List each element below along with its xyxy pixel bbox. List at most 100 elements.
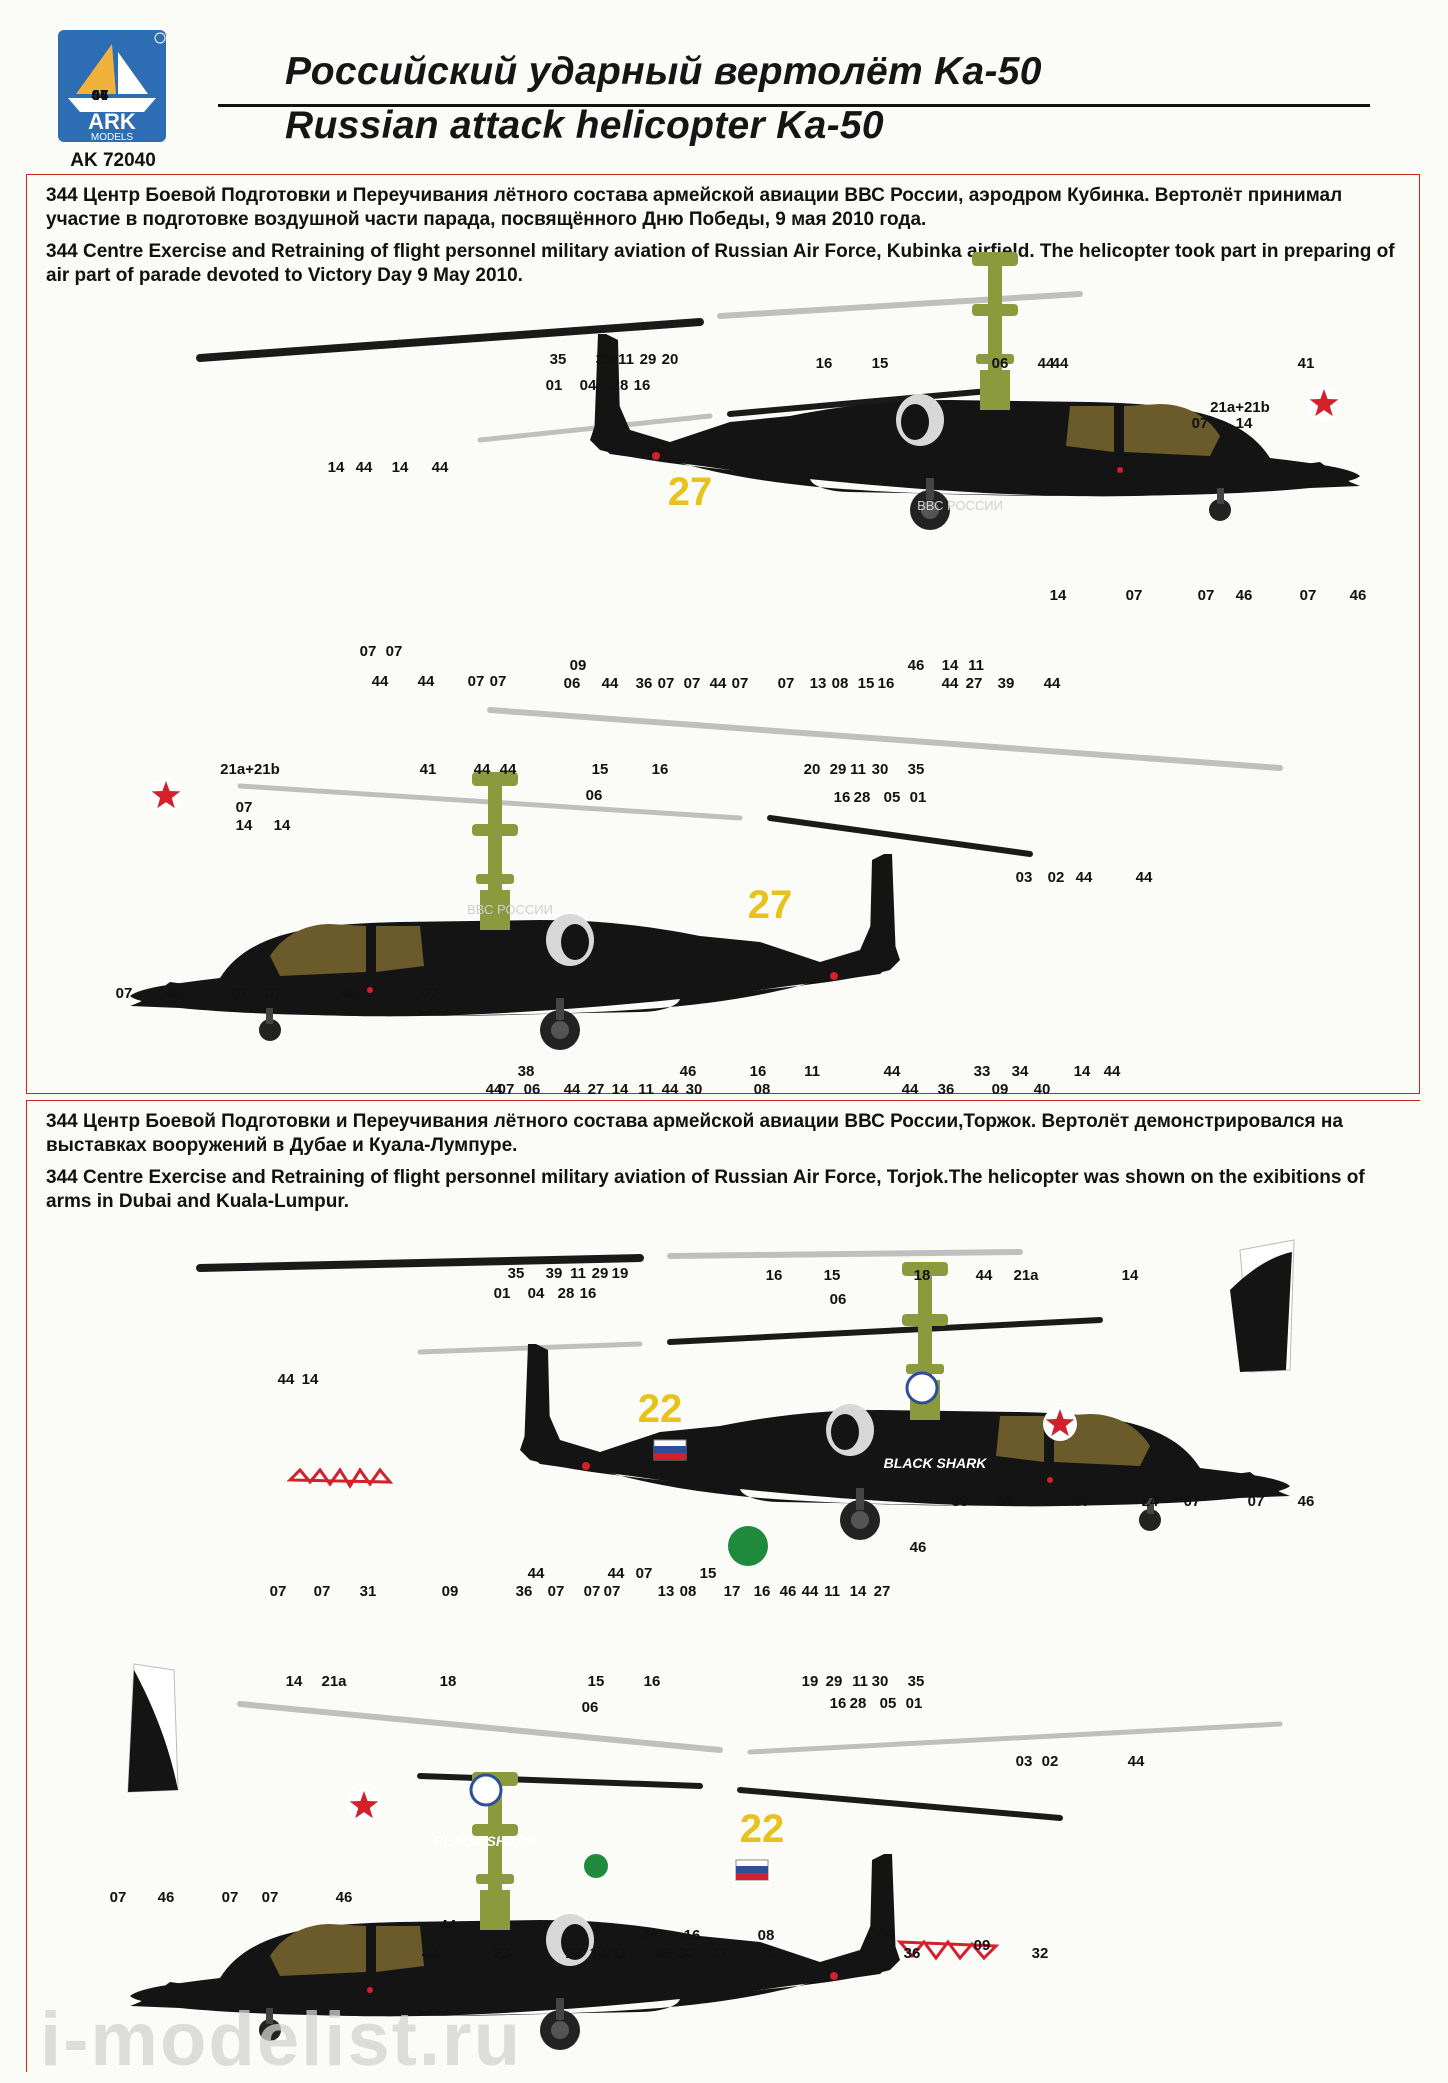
callout-label: 14 xyxy=(274,817,291,834)
callout-label: 44 xyxy=(500,761,517,778)
callout-label: 16 xyxy=(652,761,669,778)
callout-label: 07 xyxy=(684,675,701,692)
callout-label: 07 xyxy=(1192,415,1209,432)
callout-label: 08 xyxy=(758,1927,775,1944)
callout-label: 11 xyxy=(824,1583,840,1600)
callout-label: 14 xyxy=(1236,415,1253,432)
callout-label: 04 xyxy=(580,377,597,394)
callout-label: 44 xyxy=(996,1493,1013,1510)
callout-label: 44 xyxy=(440,1917,457,1934)
callout-label: 46 xyxy=(1350,587,1367,604)
callout-label: 44 xyxy=(884,1063,901,1080)
side-number-4: 22 xyxy=(740,1807,785,1851)
callout-label: 07 xyxy=(636,1565,653,1582)
callout-label: 15 xyxy=(588,1673,605,1690)
callout-label: 16 xyxy=(644,1673,661,1690)
section-1-desc-ru: 344 Центр Боевой Подготовки и Переучиван… xyxy=(46,185,1343,230)
callout-label: 41 xyxy=(1298,355,1315,372)
callout-label: 07 xyxy=(732,675,749,692)
callout-label: 09 xyxy=(992,1081,1009,1098)
callout-label: 44 xyxy=(662,1081,679,1098)
callout-label: 44 xyxy=(608,1565,625,1582)
callout-label: 44 xyxy=(1128,1753,1145,1770)
inscription-4: BLACK SHARK xyxy=(434,1833,538,1849)
callout-label: 33 xyxy=(974,1063,991,1080)
callout-label: 16 xyxy=(830,1695,847,1712)
callout-label: 36 xyxy=(938,1081,955,1098)
callout-label: 38 xyxy=(518,1063,535,1080)
view-1-2: 27 ВВС РОССИИ xyxy=(130,707,1283,1050)
callout-label: 06 xyxy=(92,87,109,104)
callout-label: 06 xyxy=(992,355,1009,372)
callout-label: 07 xyxy=(232,985,249,1002)
callout-label: 07 xyxy=(658,675,675,692)
callout-label: 09 xyxy=(570,657,587,674)
callout-label: 07 xyxy=(360,643,377,660)
callout-label: 16 xyxy=(766,1267,783,1284)
callout-label: 30 xyxy=(678,1945,695,1962)
callout-label: 46 xyxy=(1236,587,1253,604)
callout-label: 16 xyxy=(816,355,833,372)
logo-text: ARK xyxy=(88,109,136,134)
callout-label: 05 xyxy=(884,789,901,806)
ark-models-logo: ARK MODELS xyxy=(58,30,166,143)
callout-label: 06 xyxy=(582,1699,599,1716)
callout-label: 44 xyxy=(486,1081,503,1098)
callout-label: 01 xyxy=(906,1695,923,1712)
callout-label: 13 xyxy=(658,1583,675,1600)
callout-label: 02 xyxy=(1048,869,1065,886)
callout-label: 36 xyxy=(904,1945,921,1962)
callout-label: 06 xyxy=(564,675,581,692)
callout-label: 28 xyxy=(850,1695,867,1712)
callout-label: 07 xyxy=(386,643,403,660)
callout-label: 17 xyxy=(724,1583,741,1600)
callout-label: 09 xyxy=(442,1583,459,1600)
callout-label: 24 xyxy=(1142,1493,1159,1510)
callout-label: 07 xyxy=(262,1889,279,1906)
callout-label: 44 xyxy=(1136,869,1153,886)
callout-label: 08 xyxy=(832,675,849,692)
callout-label: 13 xyxy=(810,675,827,692)
callout-label: 07 xyxy=(222,1889,239,1906)
callout-label: 18 xyxy=(914,1267,931,1284)
callout-label: 44 xyxy=(528,1565,545,1582)
view-1-1: 27 ВВС РОССИИ xyxy=(196,252,1360,530)
callout-label: 15 xyxy=(824,1267,841,1284)
callout-label: 15 xyxy=(858,675,875,692)
callout-label: 07 xyxy=(110,1889,127,1906)
callout-label: 44 xyxy=(92,87,109,104)
callout-label: 11 xyxy=(804,1063,820,1080)
product-code: AK 72040 xyxy=(70,150,156,171)
callout-label: 08 xyxy=(754,1081,771,1098)
callout-label: 16 xyxy=(634,377,651,394)
callout-label: 44 xyxy=(1052,355,1069,372)
title-en: Russian attack helicopter Ka-50 xyxy=(285,104,884,147)
callout-label: 07 xyxy=(1126,587,1143,604)
callout-label: 39 xyxy=(998,675,1015,692)
callout-label: 41 xyxy=(420,761,437,778)
section-2-desc-ru: 344 Центр Боевой Подготовки и Переучиван… xyxy=(46,1111,1343,1156)
callout-label: 11 xyxy=(638,1081,654,1098)
callout-label: 44 xyxy=(710,675,727,692)
callout-label: 36 xyxy=(516,1583,533,1600)
callout-label: 11 xyxy=(852,1673,868,1690)
callout-label: 01 xyxy=(910,789,927,806)
callout-label: 46 xyxy=(336,1889,353,1906)
callout-label: 44 xyxy=(474,761,491,778)
callout-label: 44 xyxy=(642,1927,659,1944)
callout-label: 39 xyxy=(546,1265,563,1282)
callout-label: 35 xyxy=(908,1673,925,1690)
watermark: i-modelist.ru xyxy=(40,1997,523,2082)
callout-label: 37 xyxy=(92,87,109,104)
callout-label: 15 xyxy=(872,355,889,372)
callout-label: 46 xyxy=(910,1539,927,1556)
callout-label: 07 xyxy=(314,1583,331,1600)
callout-label: 44 xyxy=(602,675,619,692)
inscription-1: ВВС РОССИИ xyxy=(917,498,1003,513)
callout-label: 07 xyxy=(584,1583,601,1600)
callout-label: 20 xyxy=(804,761,821,778)
callout-label: 14 xyxy=(1074,1063,1091,1080)
callout-label: 23 xyxy=(494,1945,511,1962)
